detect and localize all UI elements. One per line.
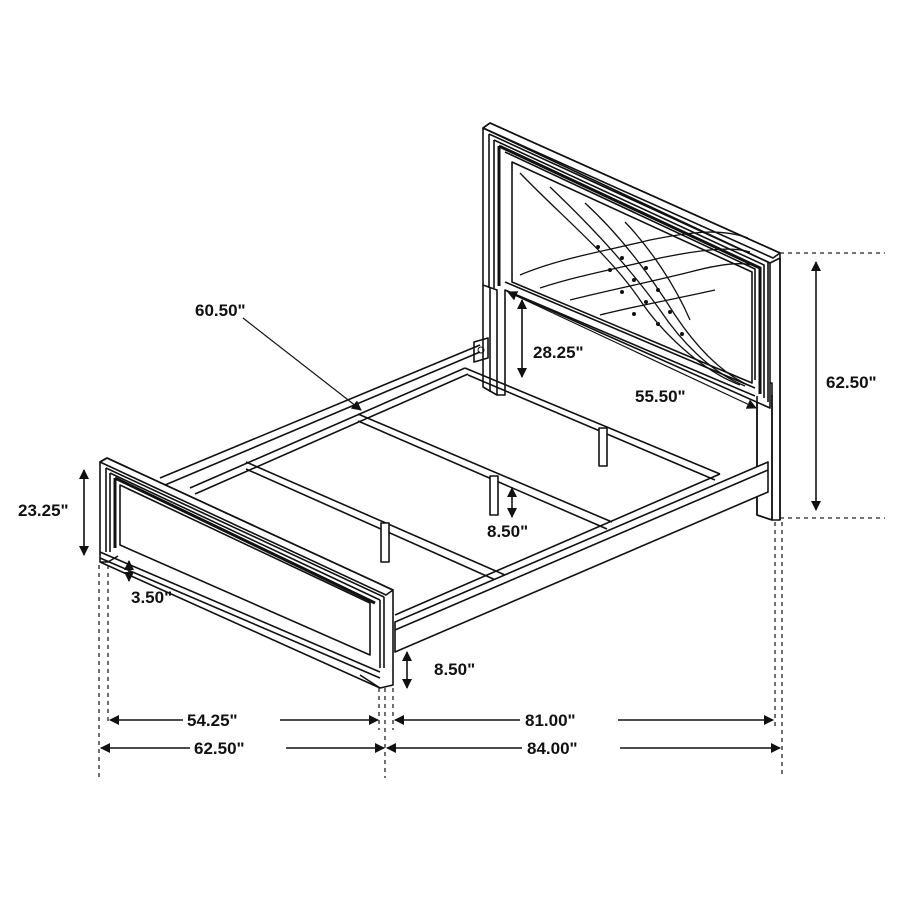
label-center-support-height: 8.50" bbox=[487, 522, 528, 541]
label-overall-length: 84.00" bbox=[527, 739, 578, 758]
label-footboard-height: 23.25" bbox=[18, 501, 69, 520]
label-rail-length: 81.00" bbox=[525, 711, 576, 730]
label-headboard-panel-width: 55.50" bbox=[635, 387, 686, 406]
label-overall-width: 62.50" bbox=[194, 739, 245, 758]
headboard bbox=[482, 122, 781, 521]
bed-frame-rails bbox=[159, 337, 769, 653]
label-rail-inner-width: 60.50" bbox=[195, 301, 246, 320]
dimension-lines bbox=[79, 252, 885, 778]
label-headboard-height: 62.50" bbox=[826, 373, 877, 392]
label-rail-clearance: 8.50" bbox=[434, 660, 475, 679]
label-footboard-clearance: 3.50" bbox=[131, 588, 172, 607]
label-footboard-inner-width: 54.25" bbox=[187, 711, 238, 730]
label-headboard-panel-height: 28.25" bbox=[533, 343, 584, 362]
footboard bbox=[99, 457, 394, 689]
